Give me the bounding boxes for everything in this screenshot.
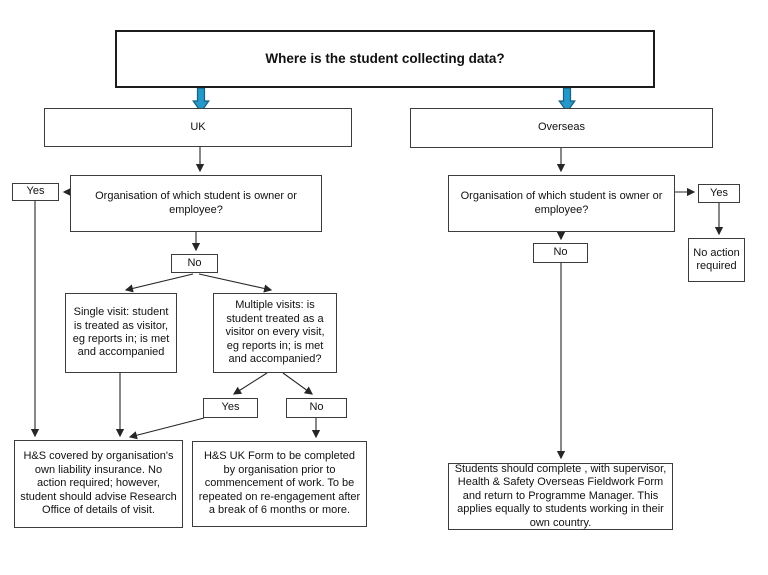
node-no-action-required-label: No action required (693, 246, 740, 272)
node-ovs-question-label: Organisation of which student is owner o… (460, 190, 663, 216)
node-hs-covered-label: H&S covered by organisation's own liabil… (20, 450, 177, 517)
node-hs-uk-form-label: H&S UK Form to be completed by organisat… (198, 450, 361, 517)
node-uk-label: UK (190, 120, 206, 133)
node-overseas-label: Overseas (537, 121, 586, 134)
node-multiple-visits: Multiple visits: is student treated as a… (213, 293, 337, 373)
node-students-label: Students should complete , with supervis… (454, 462, 667, 529)
node-ovs-no-label: No (553, 246, 568, 259)
node-students: Students should complete , with supervis… (448, 463, 673, 530)
node-multi-yes: Yes (203, 398, 258, 418)
node-multi-yes-label: Yes (221, 401, 240, 414)
node-uk: UK (44, 108, 352, 147)
connector-multiple-to-no (282, 372, 314, 395)
node-no-action-required: No action required (688, 238, 745, 282)
node-ovs-yes-label: Yes (710, 186, 728, 199)
node-ovs-no: No (533, 243, 588, 263)
node-uk-yes-label: Yes (26, 185, 45, 198)
node-single-visit: Single visit: student is treated as visi… (65, 293, 177, 373)
connector-no-to-single (124, 273, 194, 293)
node-multiple-visits-label: Multiple visits: is student treated as a… (225, 299, 325, 366)
node-uk-question-label: Organisation of which student is owner o… (95, 190, 297, 216)
node-uk-yes: Yes (12, 183, 59, 201)
node-single-visit-label: Single visit: student is treated as visi… (72, 306, 170, 359)
node-ovs-yes: Yes (698, 184, 740, 203)
title-box: Where is the student collecting data? (115, 30, 655, 88)
node-overseas: Overseas (410, 108, 713, 148)
connector-multiple-to-yes (232, 372, 268, 395)
node-hs-uk-form: H&S UK Form to be completed by organisat… (192, 441, 367, 527)
node-ovs-question: Organisation of which student is owner o… (448, 175, 675, 232)
node-uk-question: Organisation of which student is owner o… (70, 175, 322, 232)
node-multi-no-label: No (309, 401, 324, 414)
node-multi-no: No (286, 398, 347, 418)
title-text: Where is the student collecting data? (265, 50, 505, 66)
connector-multi-yes-to-hs-covered (128, 417, 205, 440)
connector-no-to-multiple (198, 273, 273, 293)
node-uk-no-label: No (187, 256, 202, 269)
node-uk-no: No (171, 254, 218, 273)
node-hs-covered: H&S covered by organisation's own liabil… (14, 440, 183, 528)
